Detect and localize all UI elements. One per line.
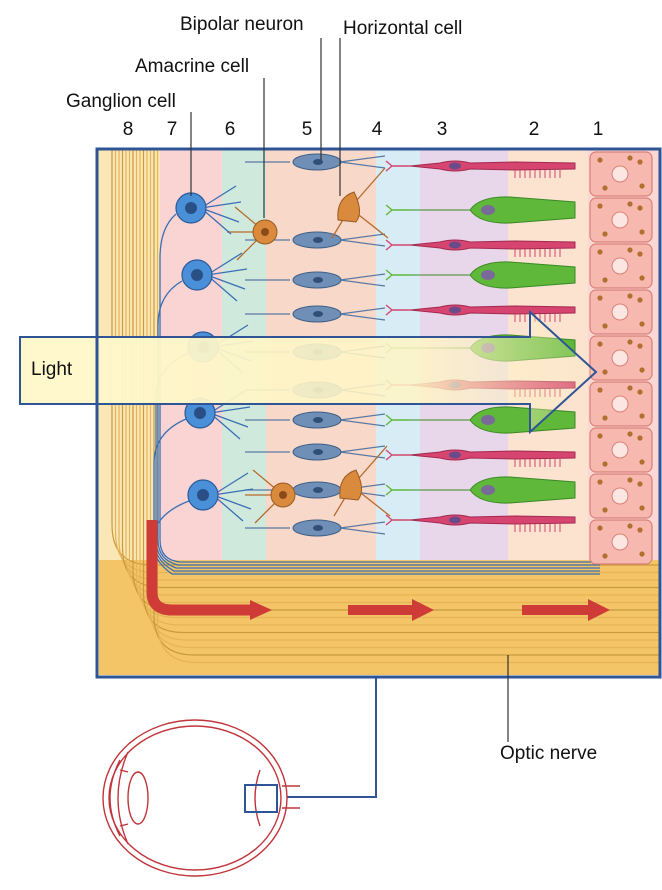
horizontal-cell-label: Horizontal cell — [343, 18, 463, 39]
bipolar-neuron — [245, 519, 386, 537]
pigment-cell — [589, 519, 653, 565]
retina-frame — [95, 147, 662, 679]
layer-number-8: 8 — [122, 119, 134, 140]
amacrine-cell — [245, 469, 296, 524]
pigment-epithelium-cells — [589, 151, 653, 565]
cone-cell — [385, 476, 576, 504]
bipolar-neuron — [245, 443, 386, 461]
cone-cell — [385, 261, 576, 289]
leader-lines — [190, 38, 509, 742]
layer-number-2: 2 — [528, 119, 540, 140]
nerve-fiber — [121, 150, 660, 589]
pigment-cell — [589, 381, 653, 427]
ganglion-cell — [184, 390, 251, 440]
nerve-fiber-bundle — [99, 150, 660, 675]
horizontal-cell — [331, 167, 389, 239]
horizontal-cells — [331, 167, 391, 517]
light-label: Light — [31, 359, 73, 380]
eye-illustration — [102, 719, 300, 877]
eye-connector-line — [287, 677, 377, 798]
ganglion-cell-label: Ganglion cell — [66, 91, 176, 112]
bipolar-neuron — [245, 231, 386, 249]
signal-arrows — [146, 520, 610, 621]
layer-number-7: 7 — [166, 119, 178, 140]
rod-cell — [385, 160, 576, 178]
nerve-fiber — [139, 150, 660, 626]
rod-cell — [385, 514, 576, 532]
rod-cell — [385, 304, 576, 322]
amacrine-cell-label: Amacrine cell — [135, 56, 250, 77]
nerve-fiber — [125, 150, 660, 596]
eye-zoom-box — [244, 784, 278, 813]
nerve-fiber — [156, 150, 660, 664]
pigment-cell — [589, 197, 653, 243]
ganglion-cell — [187, 472, 254, 522]
bipolar-neuron — [245, 271, 386, 289]
ganglion-cell — [181, 252, 248, 302]
bipolar-neuron — [245, 153, 386, 171]
pigment-cell — [589, 427, 653, 473]
rod-cell — [385, 449, 576, 467]
rod-cell — [385, 239, 576, 257]
nerve-fiber — [142, 150, 660, 634]
layer-number-5: 5 — [301, 119, 313, 140]
pigment-cell — [589, 151, 653, 197]
pigment-cell — [589, 243, 653, 289]
layer-number-6: 6 — [224, 119, 236, 140]
layer-number-1: 1 — [592, 119, 604, 140]
nerve-fiber — [146, 150, 660, 641]
ganglion-axon — [157, 280, 600, 566]
ganglion-axon — [159, 213, 600, 563]
light-arrow — [19, 309, 598, 435]
cone-cell — [385, 196, 576, 224]
nerve-fiber — [135, 150, 660, 619]
pigment-cell — [589, 335, 653, 381]
pigment-cell — [589, 289, 653, 335]
pigment-cell — [589, 473, 653, 519]
bipolar-neuron — [245, 305, 386, 323]
layer-number-4: 4 — [371, 119, 383, 140]
nerve-fiber — [149, 150, 660, 649]
horizontal-cell — [333, 445, 391, 517]
nerve-fiber — [128, 150, 660, 604]
nerve-fiber — [153, 150, 660, 656]
bipolar-neuron-label: Bipolar neuron — [180, 14, 304, 35]
amacrine-cell — [227, 206, 278, 261]
ganglion-cell — [175, 185, 242, 235]
amacrine-cells — [227, 206, 296, 524]
bipolar-neuron — [245, 411, 386, 429]
layer-number-3: 3 — [436, 119, 448, 140]
optic-nerve-label: Optic nerve — [500, 743, 598, 764]
